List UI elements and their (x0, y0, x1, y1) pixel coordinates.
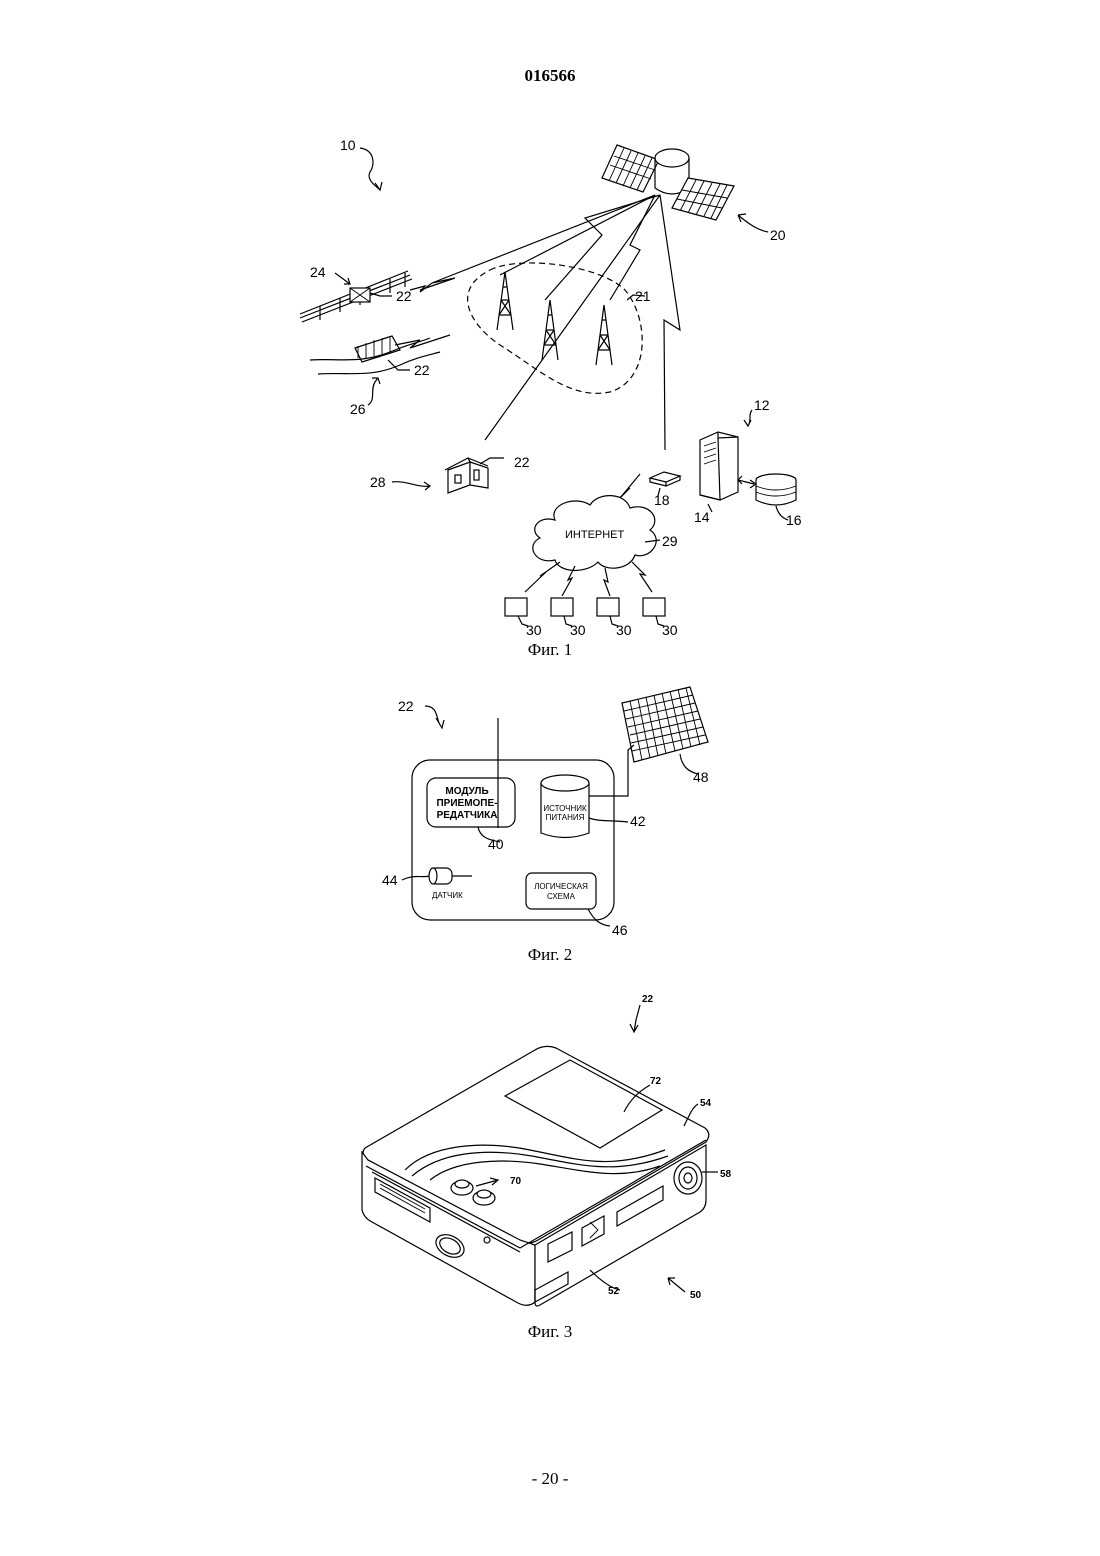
label-24: 24 (310, 264, 326, 280)
logic-text-2: СХЕМА (547, 892, 576, 901)
figure-1-system-diagram: ИНТЕРНЕТ 10 20 21 24 22 22 26 28 22 12 1… (0, 120, 1100, 650)
figure-2-device-block-diagram: МОДУЛЬ ПРИЕМОПЕ- РЕДАТЧИКА ИСТОЧНИК ПИТА… (0, 680, 1100, 945)
label-40: 40 (488, 836, 504, 852)
label-44: 44 (382, 872, 398, 888)
power-text-1: ИСТОЧНИК (543, 804, 587, 813)
label-46: 46 (612, 922, 628, 938)
label-52: 52 (608, 1286, 620, 1297)
label-12: 12 (754, 397, 770, 413)
server-icon (700, 432, 738, 500)
transceiver-text-1: МОДУЛЬ (445, 786, 488, 797)
figure-3-caption: Фиг. 3 (0, 1322, 1100, 1342)
label-58: 58 (720, 1169, 732, 1180)
internet-label: ИНТЕРНЕТ (565, 529, 625, 541)
logic-text-1: ЛОГИЧЕСКАЯ (534, 882, 588, 891)
gateway-icon (650, 472, 680, 486)
figure-2-caption: Фиг. 2 (0, 945, 1100, 965)
label-16: 16 (786, 512, 802, 528)
satellite-icon (602, 145, 734, 220)
label-48: 48 (693, 769, 709, 785)
label-18: 18 (654, 492, 670, 508)
label-50: 50 (690, 1290, 702, 1301)
label-42: 42 (630, 813, 646, 829)
label-30-b: 30 (570, 622, 586, 638)
label-30-d: 30 (662, 622, 678, 638)
label-72: 72 (650, 1076, 662, 1087)
label-54: 54 (700, 1098, 712, 1109)
wireless-coverage-area (468, 263, 643, 393)
label-28: 28 (370, 474, 386, 490)
database-icon (756, 474, 796, 505)
label-30-c: 30 (616, 622, 632, 638)
label-22-house: 22 (514, 454, 530, 470)
figure-3-device-housing-drawing: 22 72 54 58 70 52 50 (0, 990, 1100, 1320)
transceiver-text-2: ПРИЕМОПЕ- (436, 798, 497, 809)
label-29: 29 (662, 533, 678, 549)
sensor-text: ДАТЧИК (432, 891, 463, 900)
transceiver-text-3: РЕДАТЧИКА (437, 810, 498, 821)
label-21: 21 (635, 288, 651, 304)
figure-1-caption: Фиг. 1 (0, 640, 1100, 660)
label-20: 20 (770, 227, 786, 243)
label-14: 14 (694, 509, 710, 525)
label-10: 10 (340, 137, 356, 153)
label-70: 70 (510, 1176, 522, 1187)
label-26: 26 (350, 401, 366, 417)
logic-circuit-box (526, 873, 596, 909)
label-22-fence: 22 (396, 288, 412, 304)
label-30-a: 30 (526, 622, 542, 638)
label-22-fig3: 22 (642, 994, 654, 1005)
document-number: 016566 (0, 66, 1100, 86)
satellite-beams (420, 195, 680, 450)
client-terminal-icons (505, 598, 665, 616)
label-22-water: 22 (414, 362, 430, 378)
solar-panel-icon (622, 687, 708, 762)
label-22-fig2: 22 (398, 698, 414, 714)
internet-cloud-icon: ИНТЕРНЕТ (533, 496, 656, 571)
power-text-2: ПИТАНИЯ (546, 813, 585, 822)
page-number: - 20 - (0, 1469, 1100, 1489)
